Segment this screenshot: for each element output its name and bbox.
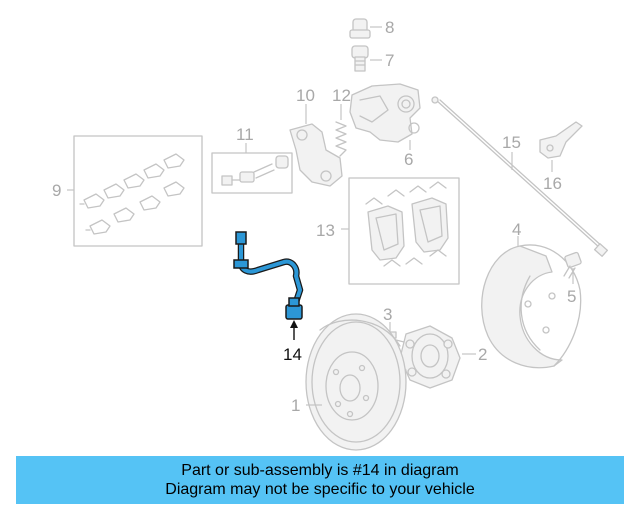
part-13-brake-pads: [341, 177, 460, 285]
part-7-bleeder-screw: [351, 45, 382, 72]
callout-14: 14: [283, 345, 302, 364]
part-5-bolt: [563, 251, 582, 284]
callout-3: 3: [383, 305, 392, 324]
banner-line-2: Diagram may not be specific to your vehi…: [165, 481, 475, 498]
callout-16: 16: [543, 174, 562, 193]
part-6-caliper: [349, 83, 421, 150]
part-15-cable: [431, 96, 609, 257]
part-11-bolt-kit: [211, 143, 293, 194]
callout-4: 4: [512, 220, 521, 239]
callout-7: 7: [385, 51, 394, 70]
banner-line-1: Part or sub-assembly is #14 in diagram: [181, 462, 459, 479]
callout-14-arrow: [290, 320, 298, 340]
callout-10: 10: [296, 86, 315, 105]
callout-13: 13: [316, 221, 335, 240]
info-banner: Part or sub-assembly is #14 in diagram D…: [16, 456, 624, 504]
callout-1: 1: [291, 396, 300, 415]
callout-2: 2: [478, 345, 487, 364]
part-9-clip-kit: [67, 135, 203, 247]
callout-15: 15: [502, 133, 521, 152]
callout-12: 12: [332, 86, 351, 105]
part-10-caliper-bracket: [289, 104, 343, 187]
callout-5: 5: [567, 287, 576, 306]
part-12-spring: [335, 104, 347, 157]
callout-6: 6: [404, 150, 413, 169]
part-16-cable-bracket: [539, 121, 583, 172]
part-1-rotor: [305, 313, 407, 451]
part-2-hub: [395, 325, 476, 389]
callout-9: 9: [52, 181, 61, 200]
part-8-dust-cap: [349, 18, 382, 39]
part-14-brake-hose[interactable]: [233, 231, 304, 320]
part-4-dust-shield: [481, 236, 582, 369]
callout-11: 11: [236, 125, 254, 144]
callout-8: 8: [385, 18, 394, 37]
